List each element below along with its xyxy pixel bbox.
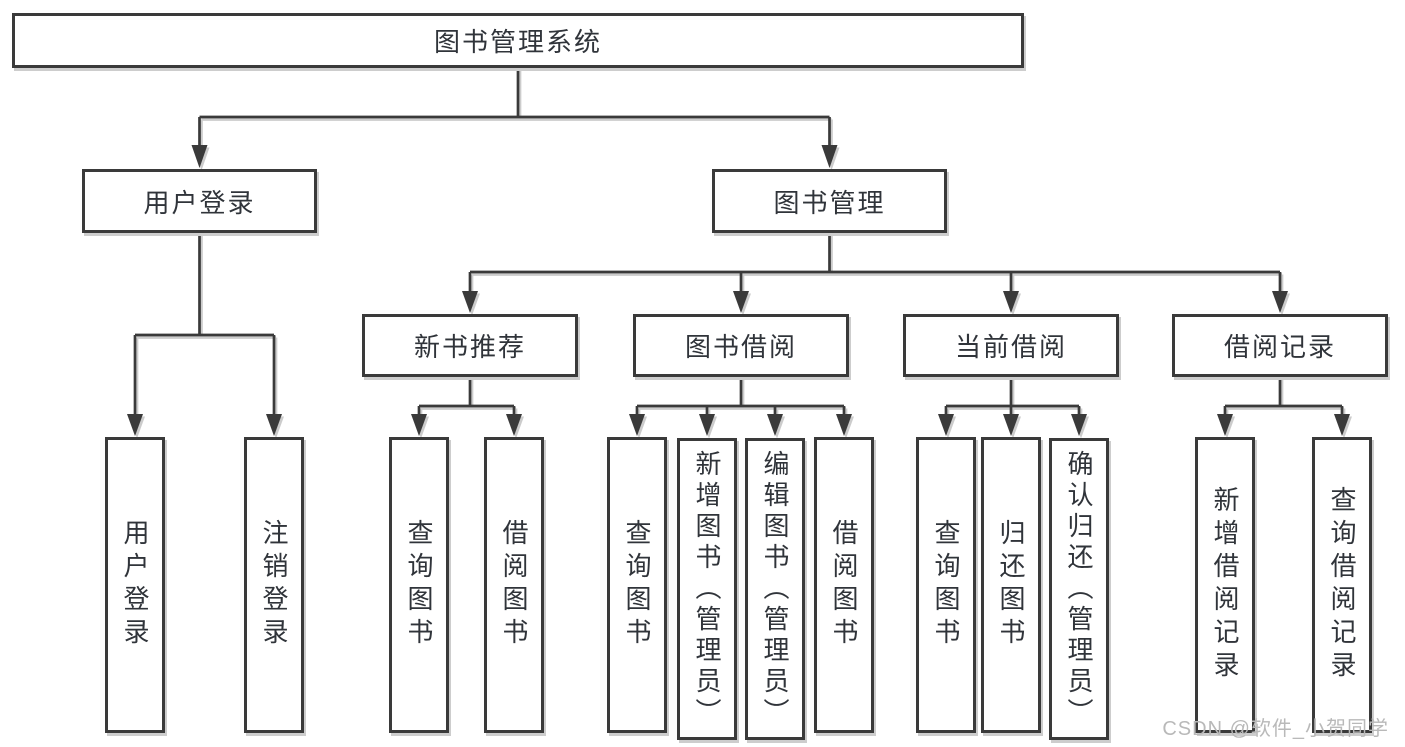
leaf-add-book-admin-label: 新增图书（管理员） — [692, 449, 722, 729]
node-new-book-recommendation: 新书推荐 — [362, 314, 578, 377]
node-borrowing-records-label: 借阅记录 — [1223, 332, 1336, 362]
leaf-borrow-books-recommend-label: 借阅图书 — [499, 519, 529, 651]
node-current-borrowing: 当前借阅 — [903, 314, 1119, 377]
leaf-query-books-borrow-label: 查询图书 — [622, 519, 652, 651]
node-book-borrowing: 图书借阅 — [633, 314, 849, 377]
leaf-edit-book-admin: 编辑图书（管理员） — [745, 438, 805, 740]
leaf-logout-label: 注销登录 — [259, 519, 289, 651]
node-book-management-label: 图书管理 — [773, 187, 886, 218]
leaf-return-books: 归还图书 — [981, 437, 1041, 733]
leaf-return-books-label: 归还图书 — [996, 519, 1026, 651]
leaf-query-books-recommend-label: 查询图书 — [404, 519, 434, 651]
leaf-user-login-label: 用户登录 — [120, 519, 150, 651]
leaf-logout: 注销登录 — [244, 437, 304, 733]
leaf-borrow-books-label: 借阅图书 — [829, 519, 859, 651]
leaf-edit-book-admin-label: 编辑图书（管理员） — [760, 449, 790, 729]
root-node-label: 图书管理系统 — [433, 27, 602, 57]
leaf-borrow-books-recommend: 借阅图书 — [484, 437, 544, 733]
leaf-query-borrow-record: 查询借阅记录 — [1312, 437, 1372, 733]
csdn-watermark: CSDN @软件_小贺同学 — [1162, 718, 1389, 740]
leaf-add-book-admin: 新增图书（管理员） — [677, 438, 737, 740]
root-node: 图书管理系统 — [12, 13, 1024, 68]
node-user-login: 用户登录 — [82, 169, 317, 233]
leaf-add-borrow-record: 新增借阅记录 — [1195, 437, 1255, 733]
leaf-query-books-current-label: 查询图书 — [931, 519, 961, 651]
node-current-borrowing-label: 当前借阅 — [954, 332, 1067, 362]
leaf-borrow-books: 借阅图书 — [814, 437, 874, 733]
node-user-login-label: 用户登录 — [143, 187, 256, 218]
leaf-query-borrow-record-label: 查询借阅记录 — [1327, 486, 1357, 684]
leaf-confirm-return-admin: 确认归还（管理员） — [1049, 438, 1109, 740]
leaf-query-books-borrow: 查询图书 — [607, 437, 667, 733]
leaf-query-books-recommend: 查询图书 — [389, 437, 449, 733]
node-new-book-recommendation-label: 新书推荐 — [413, 332, 526, 362]
leaf-query-books-current: 查询图书 — [916, 437, 976, 733]
node-book-management: 图书管理 — [712, 169, 947, 233]
leaf-add-borrow-record-label: 新增借阅记录 — [1210, 486, 1240, 684]
node-book-borrowing-label: 图书借阅 — [684, 332, 797, 362]
leaf-user-login: 用户登录 — [105, 437, 165, 733]
leaf-confirm-return-admin-label: 确认归还（管理员） — [1064, 449, 1094, 729]
node-borrowing-records: 借阅记录 — [1172, 314, 1388, 377]
